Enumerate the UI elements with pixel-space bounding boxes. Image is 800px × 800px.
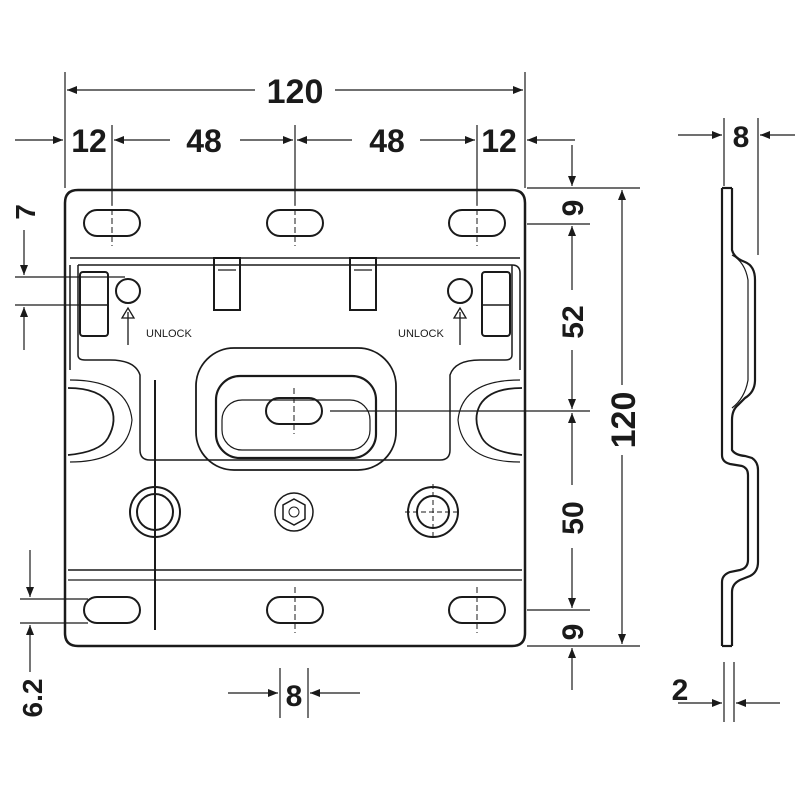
torx-screw-icon bbox=[274, 492, 314, 532]
tab-right bbox=[349, 257, 377, 311]
latch-left bbox=[79, 271, 109, 337]
dim-left-span: 48 bbox=[186, 123, 222, 159]
unlock-hole-right bbox=[447, 278, 473, 304]
dim-slot-width: 8 bbox=[286, 680, 303, 713]
inner-panel-outline bbox=[69, 257, 521, 370]
dim-left-top-offset: 7 bbox=[10, 204, 41, 220]
plate-outline bbox=[63, 188, 527, 648]
dim-left-bottom-offset: 6.2 bbox=[17, 679, 48, 718]
profile-inner bbox=[730, 188, 760, 646]
dim-thickness: 2 bbox=[672, 674, 689, 707]
right-cutout bbox=[475, 387, 523, 456]
tab-left bbox=[213, 257, 241, 311]
plate-front-view: UNLOCK UNLOCK bbox=[63, 188, 527, 648]
slot-center-marks bbox=[111, 200, 478, 633]
unlock-label-right: UNLOCK bbox=[398, 328, 445, 340]
dim-profile-depth: 8 bbox=[733, 121, 750, 154]
slot-bottom-left bbox=[83, 596, 141, 624]
profile-outer bbox=[720, 188, 750, 646]
unlock-arrow-left-icon bbox=[120, 306, 136, 345]
dim-bottom-offset: 9 bbox=[557, 624, 590, 641]
dim-upper-section: 52 bbox=[557, 305, 590, 338]
right-cutout-inner bbox=[457, 379, 521, 463]
boss-outer bbox=[195, 347, 397, 471]
latch-right bbox=[481, 271, 511, 337]
dim-right-span: 48 bbox=[369, 123, 405, 159]
boss-inner bbox=[214, 374, 378, 460]
dim-left-margin: 12 bbox=[71, 123, 107, 159]
upper-panel-curve bbox=[77, 265, 513, 461]
unlock-label-left: UNLOCK bbox=[146, 328, 193, 340]
dim-top-offset: 9 bbox=[557, 200, 590, 217]
dim-overall-height: 120 bbox=[605, 392, 643, 449]
boss-lower-rim bbox=[221, 399, 371, 451]
plate-side-profile bbox=[720, 186, 760, 648]
unlock-arrow-right-icon bbox=[452, 306, 468, 345]
left-cutout-inner bbox=[69, 379, 133, 463]
dim-lower-section: 50 bbox=[557, 501, 590, 534]
profile-bulge bbox=[731, 254, 749, 409]
screw-hole-right bbox=[405, 484, 461, 540]
dim-overall-width: 120 bbox=[267, 73, 324, 111]
dimension-lines bbox=[15, 72, 795, 722]
unlock-hole-left bbox=[115, 278, 141, 304]
dim-right-margin: 12 bbox=[481, 123, 517, 159]
left-cutout bbox=[67, 387, 115, 456]
screw-hole-left bbox=[129, 486, 181, 538]
